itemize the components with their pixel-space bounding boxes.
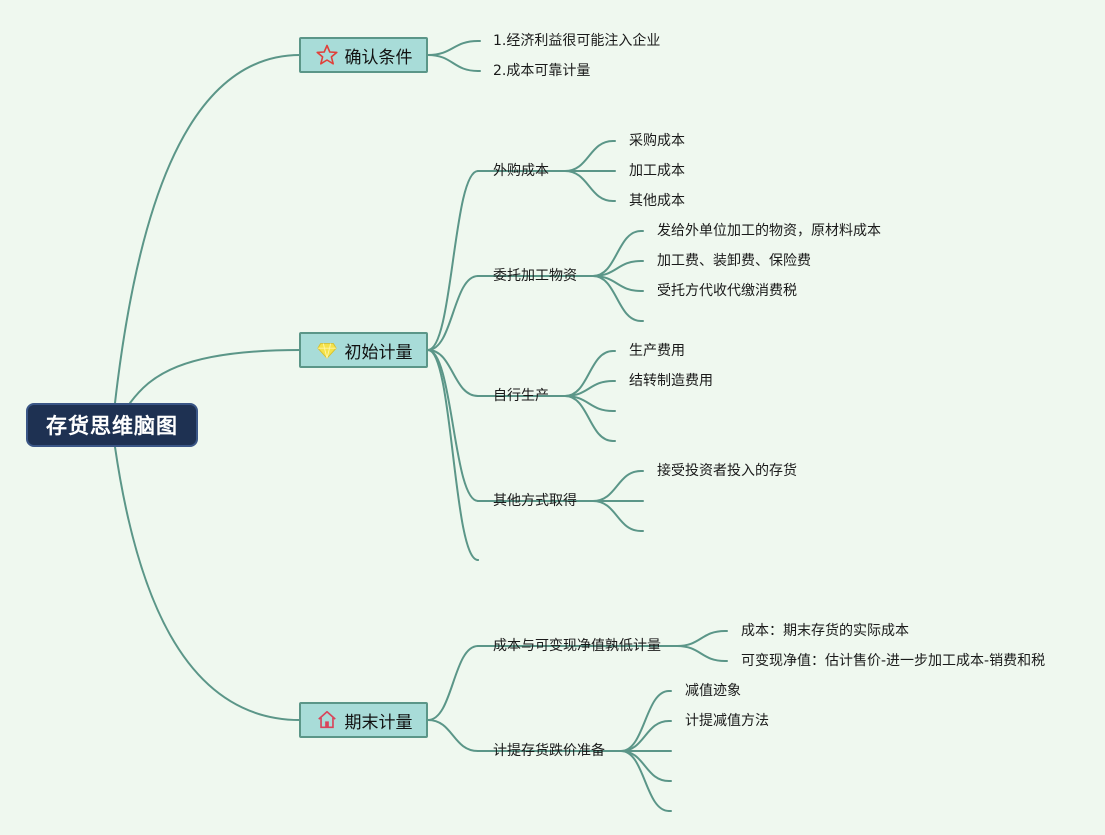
leaf-connector (592, 500, 642, 532)
branch-period-end-measurement[interactable]: 期末计量 (299, 702, 428, 738)
star-icon (315, 43, 339, 67)
leaf-node[interactable]: 结转制造费用 (629, 373, 713, 389)
leaf-node[interactable]: 发给外单位加工的物资，原材料成本 (657, 223, 881, 239)
leaf-connector (564, 170, 614, 202)
branch-initial-measurement[interactable]: 初始计量 (299, 332, 428, 368)
leaf-node[interactable]: 加工成本 (629, 163, 685, 179)
home-icon (315, 708, 339, 732)
leaf-connector (620, 690, 670, 752)
gem-icon (315, 338, 339, 362)
root-connector (129, 349, 301, 404)
leaf-connector (620, 720, 670, 752)
leaf-node[interactable]: 1.经济利益很可能注入企业 (493, 33, 661, 49)
branch-connector (427, 349, 479, 397)
leaf-node[interactable]: 采购成本 (629, 133, 685, 149)
branch-label: 确认条件 (344, 47, 413, 68)
leaf-node[interactable]: 接受投资者投入的存货 (657, 463, 797, 479)
branch-connector (427, 275, 479, 351)
sub-node[interactable]: 其他方式取得 (493, 493, 577, 509)
branch-connector (427, 645, 479, 721)
leaf-node[interactable]: 成本：期末存货的实际成本 (741, 623, 909, 639)
leaf-connector (564, 395, 614, 442)
sub-node[interactable]: 自行生产 (493, 388, 549, 404)
leaf-connector (592, 275, 642, 322)
branch-connector (427, 349, 479, 502)
leaf-connector (564, 140, 614, 172)
branch-connector (427, 349, 479, 561)
leaf-connector (676, 630, 726, 647)
root-node[interactable]: 存货思维脑图 (26, 403, 198, 447)
root-connector (114, 446, 301, 721)
root-label: 存货思维脑图 (46, 414, 178, 438)
leaf-node[interactable]: 加工费、装卸费、保险费 (657, 253, 811, 269)
branch-label: 初始计量 (344, 342, 413, 363)
branch-label: 期末计量 (344, 712, 413, 733)
leaf-connector (676, 645, 726, 662)
root-connector (114, 54, 301, 404)
leaf-node[interactable]: 可变现净值：估计售价-进一步加工成本-销费和税 (741, 653, 1046, 669)
branch-confirm-conditions[interactable]: 确认条件 (299, 37, 428, 73)
leaf-node[interactable]: 计提减值方法 (685, 713, 769, 729)
leaf-node[interactable]: 受托方代收代缴消费税 (657, 283, 797, 299)
leaf-connector (620, 750, 670, 812)
branch-connector (427, 719, 479, 752)
branch-connector (427, 54, 479, 72)
sub-node[interactable]: 计提存货跌价准备 (493, 743, 605, 759)
sub-node[interactable]: 外购成本 (493, 163, 549, 179)
sub-node[interactable]: 成本与可变现净值孰低计量 (493, 638, 661, 654)
leaf-node[interactable]: 减值迹象 (685, 683, 741, 699)
leaf-connector (620, 750, 670, 782)
leaf-connector (592, 470, 642, 502)
branch-connector (427, 40, 479, 56)
leaf-node[interactable]: 2.成本可靠计量 (493, 63, 591, 79)
sub-node[interactable]: 委托加工物资 (493, 268, 577, 284)
leaf-node[interactable]: 其他成本 (629, 193, 685, 209)
leaf-node[interactable]: 生产费用 (629, 343, 685, 359)
branch-connector (427, 170, 479, 351)
